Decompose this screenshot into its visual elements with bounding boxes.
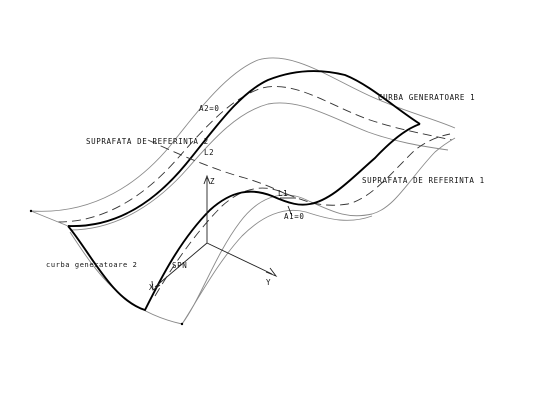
curba-generatoare-1-curve bbox=[67, 70, 421, 227]
y-axis-line bbox=[206, 242, 273, 275]
label-axis-x: X bbox=[149, 283, 154, 292]
lower-surface-back-edge bbox=[69, 137, 456, 325]
label-curba-generatoare-1: CURBA GENERATOARE 1 bbox=[378, 93, 475, 102]
upper-surface-back-edge bbox=[30, 57, 456, 212]
label-spn: SPN bbox=[172, 261, 187, 270]
label-a2: A2=0 bbox=[199, 104, 219, 113]
a1-tick bbox=[287, 205, 293, 217]
l2-dashed-line bbox=[147, 139, 291, 197]
lower-surface-front-edge bbox=[181, 209, 373, 325]
upper-surface-dashed-line bbox=[57, 86, 453, 223]
upper-surface-front-edge bbox=[69, 102, 449, 231]
curba-generatoare-2-curve bbox=[67, 123, 421, 312]
lower-surface-dashed-line bbox=[154, 133, 451, 297]
x-axis-line bbox=[154, 242, 208, 288]
label-suprafata-referinta-1: SUPRAFATA DE REFERINTA 1 bbox=[362, 176, 485, 185]
label-axis-y: Y bbox=[266, 278, 271, 287]
label-l2: L2 bbox=[204, 148, 214, 157]
label-axis-z: Z bbox=[210, 177, 215, 186]
left-end-point bbox=[29, 209, 33, 213]
label-a1: A1=0 bbox=[284, 212, 304, 221]
y-axis-arrow-icon bbox=[265, 267, 278, 278]
bottom-end-point bbox=[180, 322, 184, 326]
label-suprafata-referinta-2: SUPRAFATA DE REFERINTA 2 bbox=[86, 137, 209, 146]
x-axis-arrow-icon bbox=[151, 280, 161, 291]
z-axis-arrow-icon bbox=[203, 174, 211, 185]
left-end-closure bbox=[30, 210, 69, 227]
label-curba-generatoare-2: curba generatoare 2 bbox=[46, 261, 137, 269]
label-l1: L1 bbox=[278, 189, 288, 198]
